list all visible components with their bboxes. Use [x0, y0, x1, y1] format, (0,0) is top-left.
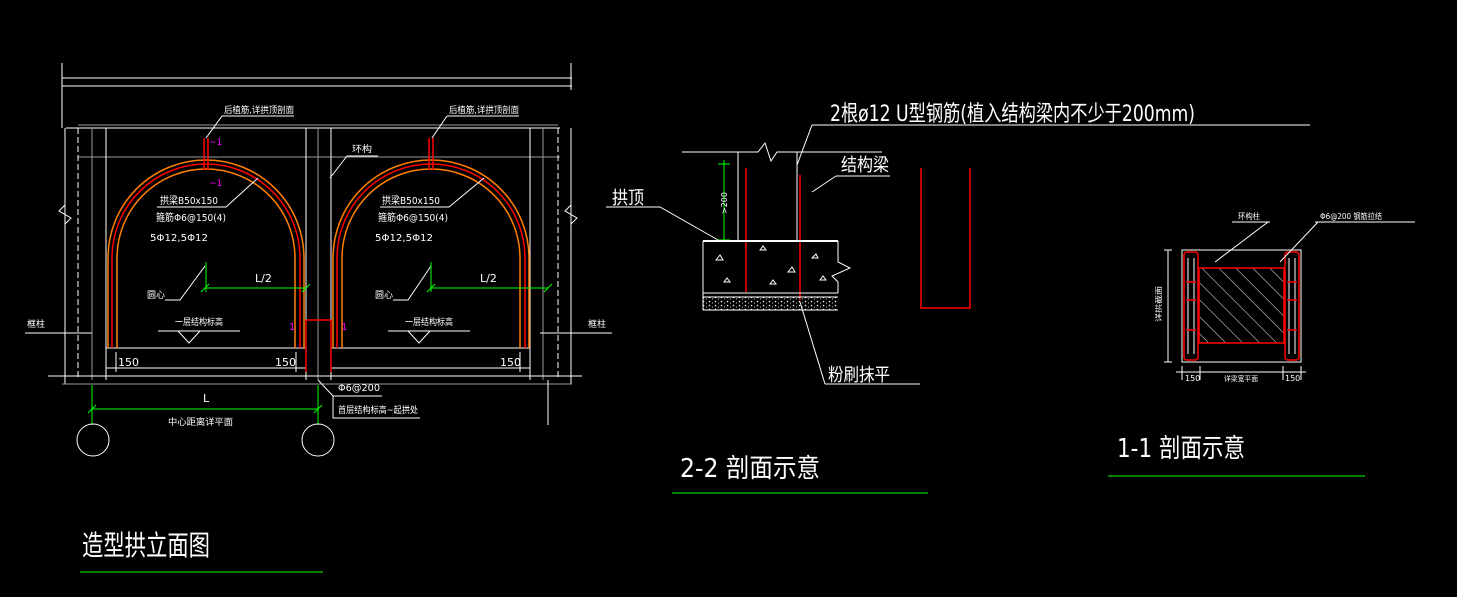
dim-150-left: 150: [118, 356, 139, 369]
section-1-1-drawing: 环构柱 Φ6@200 钢筋拉结 详拱截面 150 详梁宽平面 150 1-1 剖…: [1108, 211, 1415, 477]
base-lines: [48, 347, 582, 425]
arch-beam-label-right: 拱梁B50x150: [382, 194, 440, 207]
column-lines: [58, 128, 578, 384]
half-span-label-right: L/2: [480, 272, 497, 285]
column-rebar-left: [1183, 251, 1199, 361]
column-label: 环构柱: [1238, 211, 1260, 221]
tie-label: Φ6@200 钢筋拉结: [1320, 211, 1382, 221]
level-note: 首层结构标高~起拱处: [338, 404, 418, 416]
stirrup-label-left: 箍筋Φ6@150(4): [156, 211, 226, 224]
arch-crown-slab: [702, 240, 852, 311]
tie-note: Φ6@200: [338, 383, 380, 394]
stirrup-label-right: 箍筋Φ6@150(4): [378, 211, 448, 224]
beam-core: [1198, 267, 1285, 344]
arch-beam-label-left: 拱梁B50x150: [160, 194, 218, 207]
dim-150-right: 150: [500, 356, 521, 369]
arch-left: [107, 138, 305, 348]
dim-1-1-left: 150: [1185, 374, 1200, 383]
height-dimension: [1164, 249, 1172, 363]
frame-column-label-right: 框柱: [588, 318, 606, 330]
arch-elevation-drawing: 后植筋,详拱顶剖面 后植筋,详拱顶剖面 ~1 ~1 环构 拱梁B50x150 箍…: [25, 63, 612, 573]
bars-label-left: 5Φ12,5Φ12: [150, 233, 208, 244]
post-rebar-label-left: 后植筋,详拱顶剖面: [224, 104, 294, 116]
dimension-lines: [87, 262, 553, 425]
height-label: 详拱截面: [1154, 286, 1163, 322]
span-note: 中心距离详平面: [168, 416, 233, 428]
section-1-1-title: 1-1 剖面示意: [1117, 434, 1245, 464]
embed-dim-label: >200: [720, 192, 729, 214]
section-2-2-drawing: 2根ø12 U型钢筋(植入结构梁内不少于200mm) 结构梁 拱顶 >200 粉…: [606, 102, 1310, 494]
dim-150-mid: 150: [275, 356, 296, 369]
leader-lines: [25, 115, 612, 419]
top-beam-lines: [61, 63, 572, 158]
beam-top-line: [682, 141, 882, 163]
section-mark-top-lower: ~1: [209, 179, 222, 189]
beam-leader: [811, 175, 890, 193]
frame-column-label-left: 框柱: [27, 318, 45, 330]
span-dim-label: L: [203, 392, 210, 405]
rebar-note: 2根ø12 U型钢筋(植入结构梁内不少于200mm): [830, 102, 1195, 127]
section-mark-top-upper: ~1: [209, 138, 222, 148]
u-rebar-shape: [920, 168, 971, 309]
dim-1-1-right: 150: [1285, 374, 1300, 383]
u-rebar-legs: [745, 168, 801, 300]
post-rebar-label-right: 后植筋,详拱顶剖面: [449, 104, 519, 116]
beam-edge-lines: [737, 152, 798, 241]
section-mark-mid-left: 1: [289, 322, 295, 333]
column-rebar-right: [1284, 251, 1300, 361]
level-label-right: 一层结构标高: [405, 316, 453, 328]
section-mark-mid-right: 1: [341, 322, 347, 333]
grid-bubble-right: [301, 423, 335, 457]
elevation-title: 造型拱立面图: [82, 529, 210, 562]
plaster-label: 粉刷抹平: [828, 365, 890, 386]
section-2-2-title: 2-2 剖面示意: [680, 454, 820, 484]
arch-right: [332, 138, 530, 348]
rebar-note-leader: [796, 124, 1310, 166]
section-cut-1-1: [305, 319, 332, 372]
beam-hatch: [1199, 268, 1284, 343]
crown-leader: [606, 206, 719, 241]
dim-1-1-mid: 详梁宽平面: [1224, 374, 1258, 383]
arch-crown-label: 拱顶: [612, 188, 644, 209]
plaster-leader: [799, 301, 920, 385]
section-outline: [1181, 249, 1302, 363]
center-label-left: 圆心: [147, 290, 165, 301]
structural-beam-label: 结构梁: [841, 155, 889, 176]
ring-beam-label: 环构: [352, 143, 372, 155]
tie-leader: [1279, 221, 1415, 263]
half-span-label-left: L/2: [255, 272, 272, 285]
bars-label-right: 5Φ12,5Φ12: [375, 233, 433, 244]
grid-bubble-left: [76, 423, 110, 457]
width-dimension: [1176, 366, 1306, 380]
column-leader: [1214, 221, 1270, 263]
level-label-left: 一层结构标高: [175, 316, 223, 328]
center-label-right: 圆心: [375, 290, 393, 301]
